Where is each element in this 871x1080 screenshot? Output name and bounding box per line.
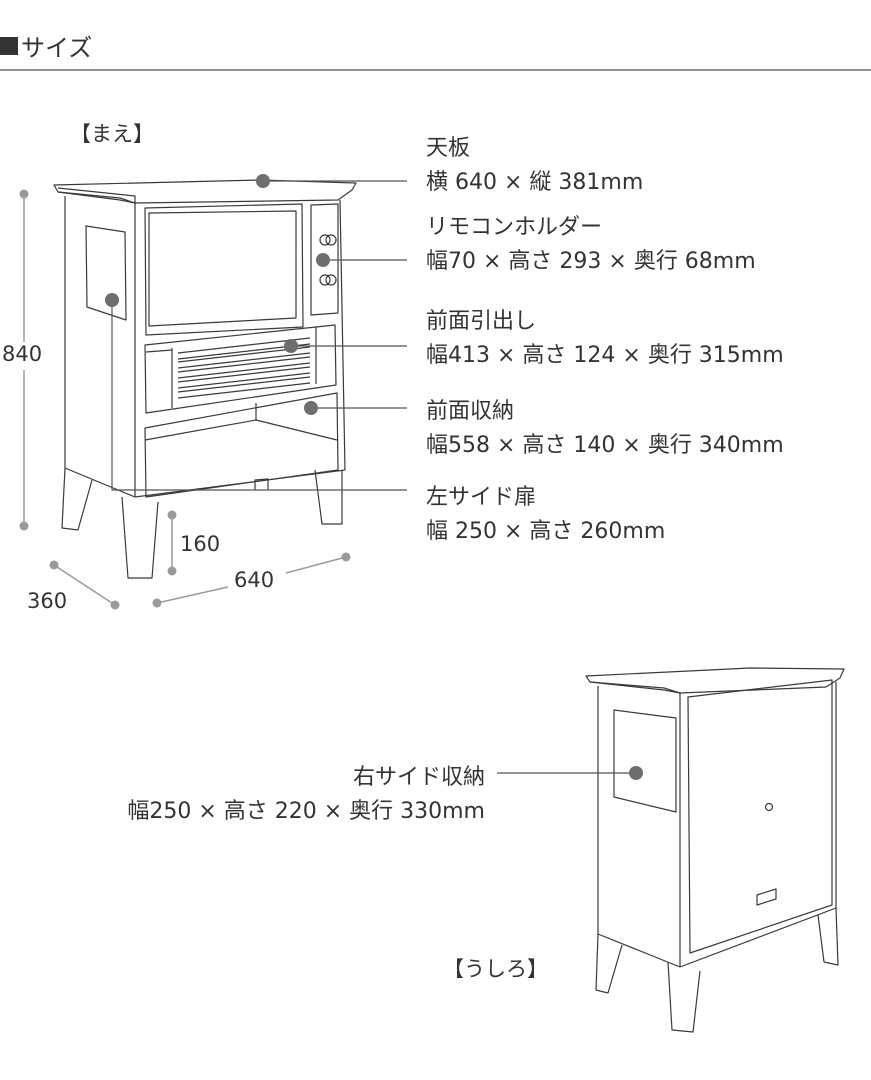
section-title-text: サイズ [21,34,93,62]
leg-height-dimension: 160 [180,532,221,556]
spec-remote-holder: リモコンホルダー 幅70 × 高さ 293 × 奥行 68mm [426,209,756,275]
dimension-lines [23,194,347,606]
spec-name: 前面収納 [426,399,515,424]
spec-name: 前面引出し [426,309,537,334]
spec-name: 右サイド収納 [352,765,485,790]
depth-dimension: 360 [27,589,68,613]
spec-dims: 幅70 × 高さ 293 × 奥行 68mm [426,249,756,274]
section-title: サイズ [0,28,92,63]
leader-lines [111,180,636,774]
front-view-label: 【まえ】 [70,122,154,146]
callout-dots [105,174,643,780]
spec-name: リモコンホルダー [426,215,603,240]
spec-dims: 幅413 × 高さ 124 × 奥行 315mm [426,343,784,368]
back-cabinet-drawing [585,667,845,1033]
width-dimension: 640 [234,568,275,592]
dimension-dots [19,189,351,610]
spec-left-side-door: 左サイド扉 幅 250 × 高さ 260mm [426,479,665,545]
spec-front-storage: 前面収納 幅558 × 高さ 140 × 奥行 340mm [426,393,784,459]
spec-dims: 横 640 × 縦 381mm [426,170,644,195]
spec-name: 左サイド扉 [426,485,537,510]
spec-dims: 幅558 × 高さ 140 × 奥行 340mm [426,433,784,458]
back-view-label: 【うしろ】 [443,957,548,981]
black-square-icon [0,36,18,55]
header-divider [0,69,871,71]
spec-top-board: 天板 横 640 × 縦 381mm [426,130,643,196]
spec-name: 天板 [426,136,471,161]
height-dimension: 840 [2,342,43,366]
spec-dims: 幅250 × 高さ 220 × 奥行 330mm [127,799,485,824]
spec-dims: 幅 250 × 高さ 260mm [426,519,666,544]
front-cabinet-drawing [53,179,357,579]
spec-right-side-storage: 右サイド収納 幅250 × 高さ 220 × 奥行 330mm [127,759,485,825]
spec-front-drawer: 前面引出し 幅413 × 高さ 124 × 奥行 315mm [426,303,784,369]
